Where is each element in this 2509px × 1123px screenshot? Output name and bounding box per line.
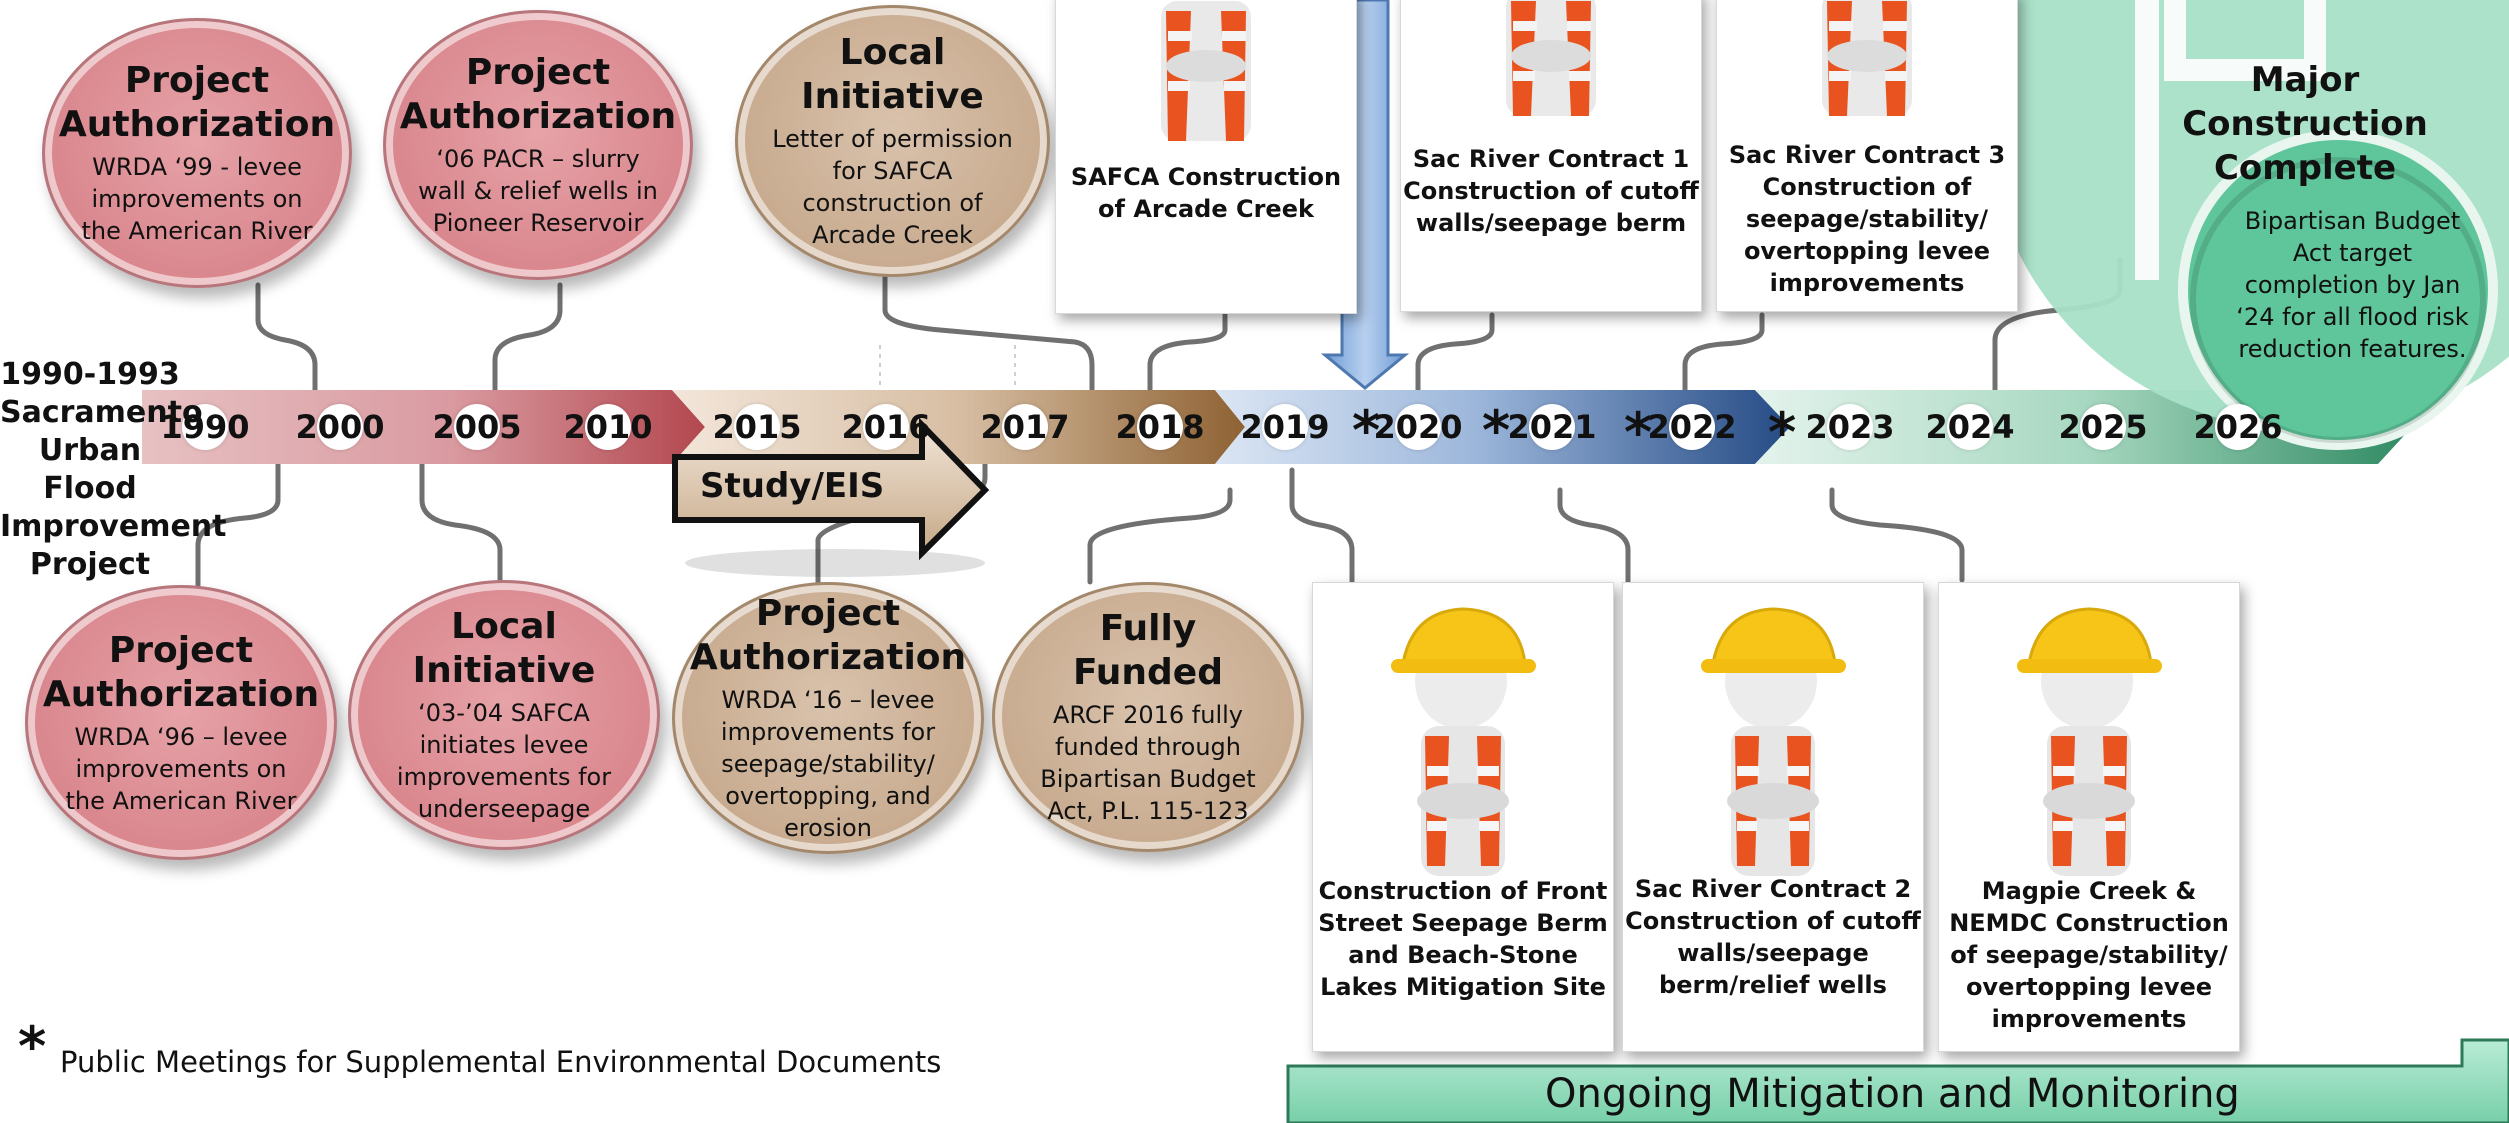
year-tick: 2018 bbox=[1115, 395, 1205, 459]
mitigation-arrow-label: Ongoing Mitigation and Monitoring bbox=[1545, 1071, 2240, 1117]
year-tick: 2019 bbox=[1240, 395, 1330, 459]
bubble-text: WRDA ‘99 - levee improvements on the Ame… bbox=[81, 153, 313, 245]
worker-icon bbox=[1701, 607, 1846, 876]
milestone-bubble: Local Initiative ‘03-’04 SAFCA initiates… bbox=[348, 580, 660, 850]
construction-card: Construction of Front Street Seepage Ber… bbox=[1312, 582, 1614, 1052]
bubble-text: ‘03-’04 SAFCA initiates levee improvemen… bbox=[396, 699, 612, 823]
year-tick: 2000 bbox=[295, 395, 385, 459]
card-text: Sac River Contract 2 Construction of cut… bbox=[1625, 875, 1921, 999]
major-complete-title: Major Construction Complete bbox=[2182, 60, 2428, 188]
year-tick: 2016 bbox=[841, 395, 931, 459]
bubble-text: ARCF 2016 fully funded through Bipartisa… bbox=[1040, 701, 1256, 825]
bubble-text: WRDA ‘96 – levee improvements on the Ame… bbox=[65, 722, 297, 815]
worker-icon bbox=[1391, 607, 1536, 876]
public-meeting-marker: * bbox=[1482, 399, 1511, 462]
card-text: SAFCA Construction of Arcade Creek bbox=[1070, 163, 1342, 223]
year-tick: 2020 bbox=[1373, 395, 1463, 459]
public-meeting-marker: * bbox=[1624, 401, 1653, 464]
milestone-bubble: Project Authorization WRDA ‘16 – levee i… bbox=[672, 582, 984, 854]
public-meeting-marker: * bbox=[1768, 401, 1797, 464]
bubble-title: Project Authorization bbox=[399, 52, 677, 137]
year-tick: 2017 bbox=[980, 395, 1070, 459]
card-text: Construction of Front Street Seepage Ber… bbox=[1318, 877, 1608, 1001]
milestone-bubble: Fully Funded ARCF 2016 fully funded thro… bbox=[992, 582, 1304, 852]
worker-icon bbox=[1506, 0, 1596, 116]
year-tick: 2025 bbox=[2058, 395, 2148, 459]
major-complete-text: Bipartisan Budget Act target completion … bbox=[2236, 207, 2469, 363]
milestone-bubble: Local Initiative Letter of permission fo… bbox=[735, 5, 1050, 277]
year-tick: 2005 bbox=[432, 395, 522, 459]
construction-card: Sac River Contract 2 Construction of cut… bbox=[1622, 582, 1924, 1052]
year-tick: 2015 bbox=[712, 395, 802, 459]
year-tick: 2021 bbox=[1507, 395, 1597, 459]
bubble-text: WRDA ‘16 – levee improvements for seepag… bbox=[720, 686, 936, 842]
bubble-title: Local Initiative bbox=[412, 606, 596, 691]
project-title: 1990-1993 Sacramento Urban Flood Improve… bbox=[0, 357, 227, 582]
year-tick: 2023 bbox=[1805, 395, 1895, 459]
milestone-bubble: Project Authorization ‘06 PACR – slurry … bbox=[383, 10, 693, 280]
bubble-title: Project Authorization bbox=[689, 593, 967, 678]
card-text: Sac River Contract 3 Construction of see… bbox=[1728, 141, 2006, 297]
milestone-bubble: Project Authorization WRDA ‘96 – levee i… bbox=[25, 585, 337, 860]
year-tick: 2024 bbox=[1925, 395, 2015, 459]
worker-icon bbox=[1161, 1, 1251, 141]
year-tick: 2010 bbox=[563, 395, 653, 459]
bubble-text: Letter of permission for SAFCA construct… bbox=[772, 125, 1013, 249]
footnote-text: Public Meetings for Supplemental Environ… bbox=[60, 1045, 942, 1079]
footnote-marker: * bbox=[18, 1015, 47, 1078]
bubble-text: ‘06 PACR – slurry wall & relief wells in… bbox=[418, 145, 658, 237]
worker-icon bbox=[1822, 0, 1912, 116]
year-tick: 2026 bbox=[2193, 395, 2283, 459]
construction-card: Magpie Creek & NEMDC Construction of see… bbox=[1938, 582, 2240, 1052]
card-text: Sac River Contract 1 Construction of cut… bbox=[1403, 145, 1699, 237]
milestone-bubble: Project Authorization WRDA ‘99 - levee i… bbox=[42, 18, 352, 288]
bubble-title: Project Authorization bbox=[58, 60, 336, 145]
construction-card: Sac River Contract 1 Construction of cut… bbox=[1400, 0, 1702, 312]
year-tick: 1990 bbox=[160, 395, 250, 459]
public-meeting-marker: * bbox=[1352, 399, 1381, 462]
card-text: Magpie Creek & NEMDC Construction of see… bbox=[1949, 877, 2229, 1033]
bubble-title: Local Initiative bbox=[801, 32, 984, 117]
study-eis-label: Study/EIS bbox=[700, 466, 885, 506]
worker-icon bbox=[2017, 607, 2162, 876]
year-tick: 2022 bbox=[1647, 395, 1737, 459]
bubble-title: Project Authorization bbox=[42, 629, 320, 715]
construction-card: SAFCA Construction of Arcade Creek bbox=[1055, 0, 1357, 314]
construction-card: Sac River Contract 3 Construction of see… bbox=[1716, 0, 2018, 312]
bubble-title: Fully Funded bbox=[1072, 608, 1223, 693]
